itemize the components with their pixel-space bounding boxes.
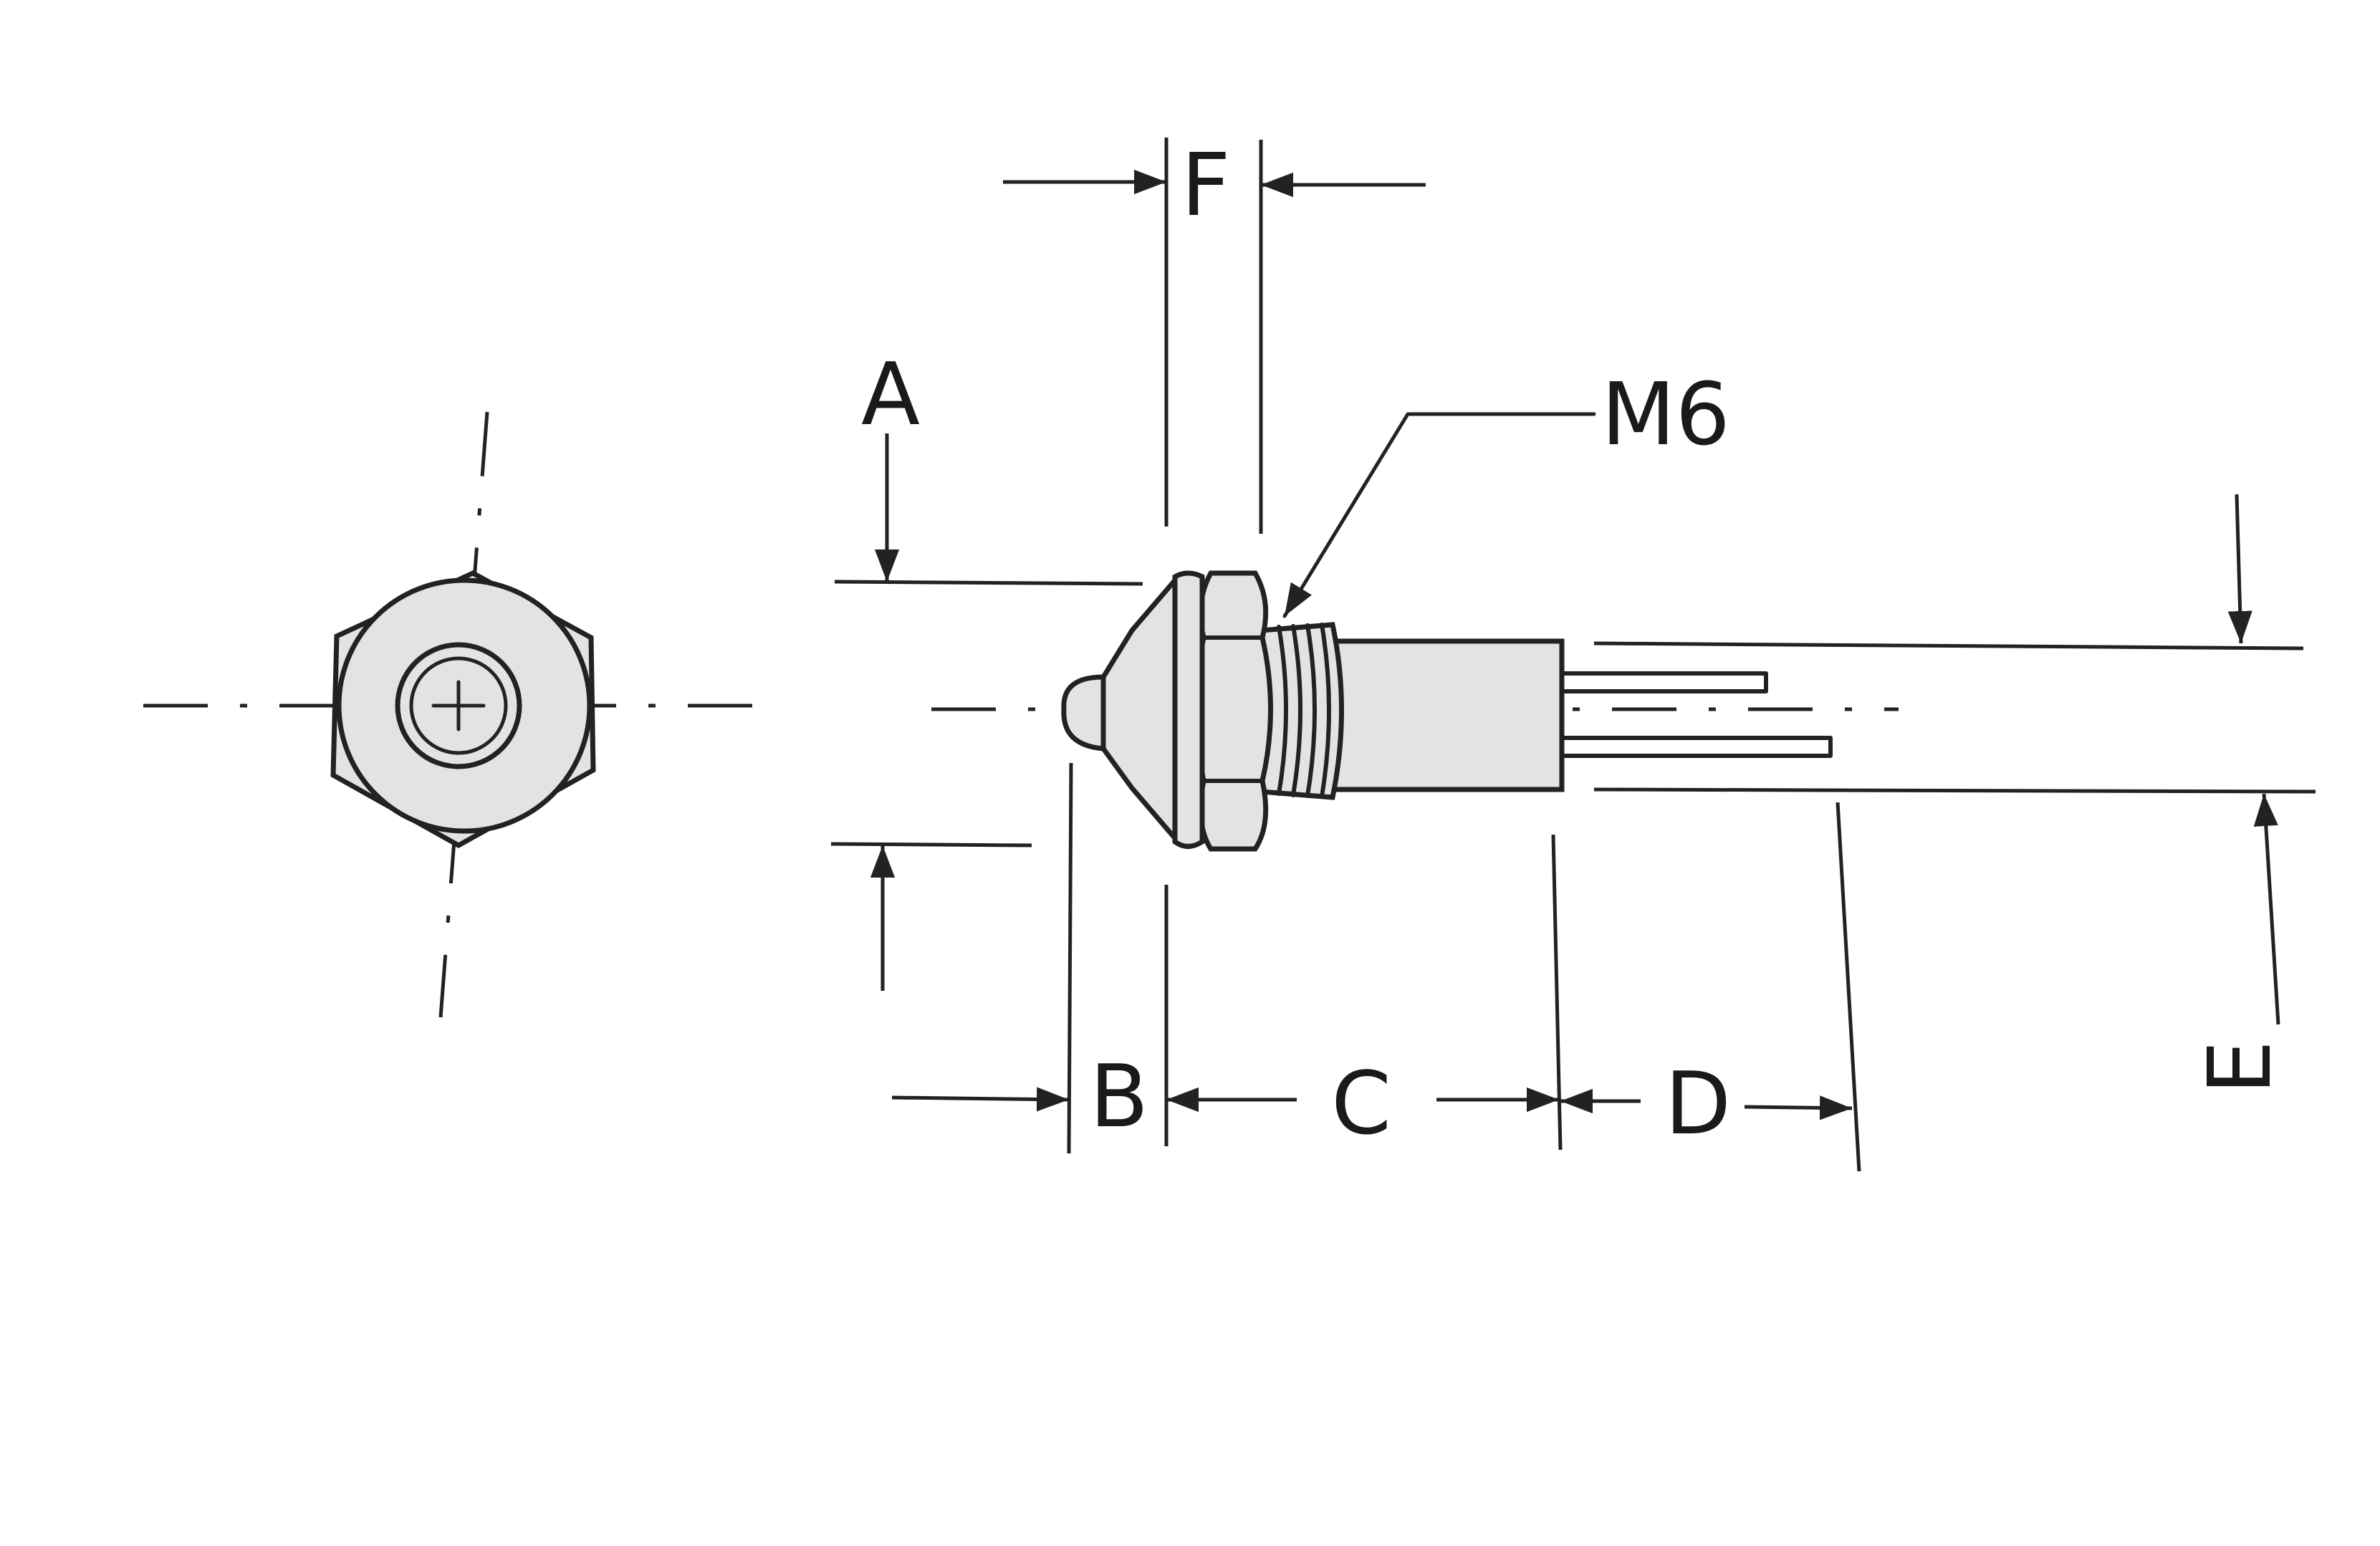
label-c: C: [1331, 1055, 1391, 1154]
e-arrow-bottom: [2253, 793, 2280, 1025]
e-extension-bottom: [1593, 787, 2316, 794]
label-m6: M6: [1601, 365, 1730, 465]
m6-leader-line: [1282, 412, 1596, 618]
label-d: D: [1665, 1055, 1731, 1154]
label-f: F: [1181, 136, 1230, 236]
dimension-labels: F A M6 B C D E: [861, 136, 2290, 1154]
front-view: [143, 411, 781, 1018]
e-extension-top: [1593, 641, 2304, 650]
dimension-lines: [830, 138, 2316, 1172]
label-b: B: [1090, 1047, 1148, 1147]
front-lens-inner-ring: [409, 656, 508, 755]
a-extension-top: [834, 580, 1143, 586]
cone-bezel: [1100, 573, 1178, 845]
lead-upper: [1560, 671, 1768, 693]
front-lens-outer-ring: [395, 642, 522, 769]
label-a: A: [861, 345, 920, 445]
b-arrow: [891, 1087, 1070, 1112]
lens-dome: [1061, 674, 1106, 752]
e-arrow-top: [2227, 494, 2252, 644]
c-d-extension: [1551, 834, 1563, 1151]
label-e: E: [2191, 1040, 2290, 1095]
side-hex-nut: [1194, 570, 1273, 852]
thread-lines: [1277, 623, 1331, 799]
lead-lower: [1560, 736, 1833, 758]
side-view: [931, 412, 1899, 852]
d-extension-right: [1836, 802, 1861, 1172]
d-arrow-right: [1744, 1095, 1853, 1120]
body-housing: [1323, 638, 1565, 792]
flange: [1172, 570, 1205, 849]
a-extension-bottom: [830, 842, 1032, 848]
b-extension-left: [1067, 762, 1073, 1154]
